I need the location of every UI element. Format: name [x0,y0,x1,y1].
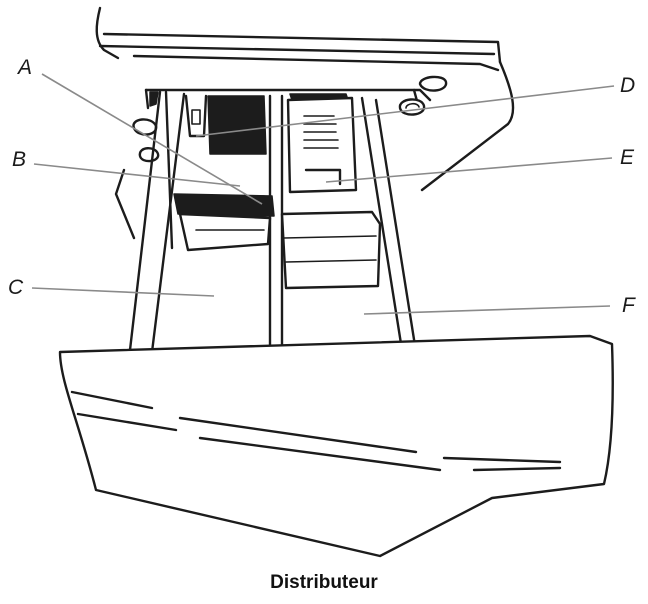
leader-e [325,157,613,183]
callout-a: A [16,56,32,79]
leader-d [195,85,615,137]
drawer-front [58,334,614,558]
callout-b: B [12,148,26,171]
siphon-cap [184,94,267,155]
callout-c: C [8,276,24,299]
leader-a [41,73,263,205]
detergent-insert [280,93,382,290]
dispenser-housing [132,75,448,163]
callout-f: F [622,294,636,317]
callout-d: D [620,74,635,97]
leader-f [363,305,611,315]
washer-body [95,6,515,240]
leader-lines [31,73,615,315]
figure-caption: Distributeur [270,572,378,593]
leader-c [31,287,215,297]
leader-b [33,163,241,187]
liquid-cup [173,193,275,252]
callout-e: E [620,146,635,169]
